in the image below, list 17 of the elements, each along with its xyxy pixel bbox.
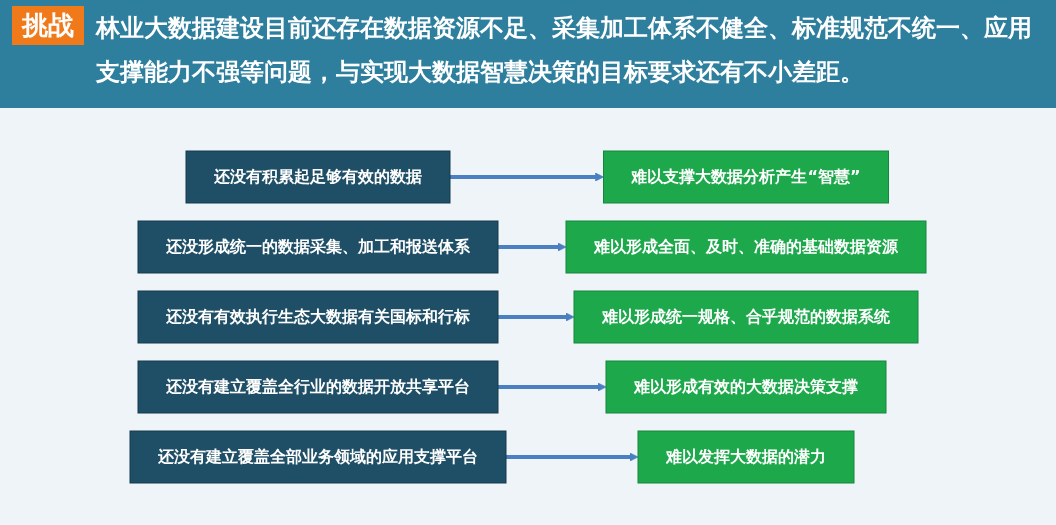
title-tag: 挑战 <box>12 6 84 45</box>
arrow <box>450 172 604 181</box>
node-box: 还没有有效执行生态大数据有关国标和行标 <box>137 290 499 343</box>
node-box: 还没有积累起足够有效的数据 <box>185 150 451 203</box>
arrow <box>506 452 639 461</box>
header-text: 林业大数据建设目前还存在数据资源不足、采集加工体系不健全、标准规范不统一、应用支撑能力不强等问题，与实现大数据智慧决策的目标要求还有不小差距。 <box>96 13 1033 88</box>
node-box: 难以形成全面、及时、准确的基础数据资源 <box>565 220 927 273</box>
arrow <box>498 312 575 321</box>
node-box: 还没有建立覆盖全行业的数据开放共享平台 <box>137 360 499 413</box>
arrow <box>498 382 607 391</box>
arrow <box>498 242 567 251</box>
node-box: 难以支撑大数据分析产生“智慧” <box>603 150 889 203</box>
node-box: 难以发挥大数据的潜力 <box>637 430 855 483</box>
node-box: 难以形成统一规格、合乎规范的数据系统 <box>573 290 919 343</box>
node-box: 难以形成有效的大数据决策支撑 <box>605 360 887 413</box>
node-box: 还没形成统一的数据采集、加工和报送体系 <box>137 220 499 273</box>
node-box: 还没有建立覆盖全部业务领域的应用支撑平台 <box>129 430 507 483</box>
